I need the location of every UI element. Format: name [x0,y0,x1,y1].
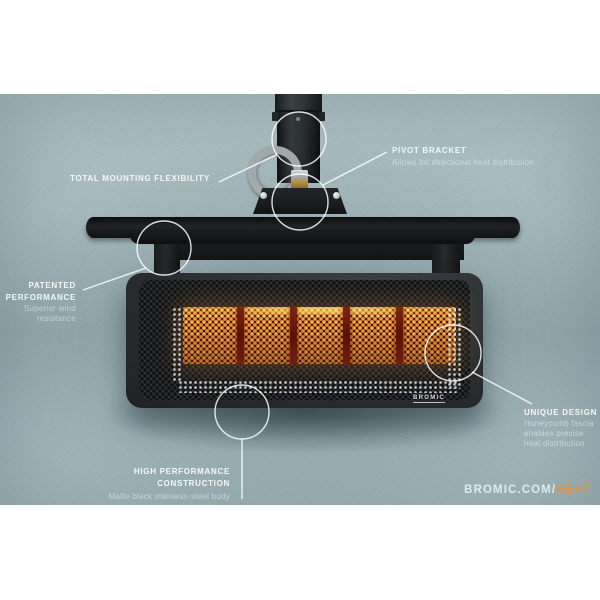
burner-divider [396,307,403,364]
mesh-highlight [447,307,463,389]
website-text: BROMIC.COM/HEAT [464,484,591,496]
callout-title: PERFORMANCE [5,293,76,302]
patented-leader [82,267,147,291]
ceramic-burner [183,307,456,364]
annotation-overlay [82,111,533,499]
burner-divider [290,307,297,364]
mesh-highlight [178,380,459,393]
unique-ring [424,324,482,382]
callout-high-performance-construction: HIGH PERFORMANCE CONSTRUCTION Matte blac… [109,466,230,502]
burner-divider [343,307,350,364]
callout-title: UNIQUE DESIGN [524,408,598,417]
callout-description: Honeycomb fascia enables precise heat di… [524,419,594,448]
heater-body: BROMIC [126,273,483,408]
unique-leader [471,371,533,405]
callout-title: HIGH PERFORMANCE [133,467,230,476]
pole-collar [275,94,322,112]
panel-lip [130,235,475,244]
callout-description: resistance [37,314,76,323]
callout-pivot-bracket: PIVOT BRACKET Allows for directional hea… [392,145,534,168]
heat-deflector-panel [86,217,520,238]
callout-title: PATENTED [28,281,76,290]
bracket-screw [260,192,267,199]
pole-tab [319,112,325,121]
support-arm-left [154,243,180,276]
pivot-ring [271,173,329,231]
patented-ring [136,220,192,276]
callout-description: Matte black stainless-steel body [108,492,230,501]
callout-unique-design: UNIQUE DESIGN Honeycomb fascia enables p… [524,407,600,449]
callout-title: PIVOT BRACKET [392,146,467,155]
pole-screw [296,117,300,121]
pivot-bracket [253,188,347,214]
callout-title: CONSTRUCTION [157,479,230,488]
product-photo: BROMIC TOTAL MOUNTING FLEXIBILITY PIVOT … [0,94,600,505]
callout-description: Superior wind [23,304,76,313]
mounting-leader [218,154,277,183]
website-prefix: BROMIC.COM/ [464,484,557,496]
callout-title: TOTAL MOUNTING FLEXIBILITY [70,174,210,183]
mesh-highlight [172,307,182,383]
mounting-ring [271,111,327,167]
support-arm-right [432,243,460,276]
website-suffix: HEAT [556,484,591,496]
bromic-logo: BROMIC [413,395,446,403]
bracket-screw [333,192,340,199]
callout-description: Allows for directional heat distribution [392,158,535,167]
rear-mount-bar [168,242,464,260]
honeycomb-fascia [139,280,470,400]
pivot-leader [322,151,388,186]
construction-ring [214,384,270,440]
burner-divider [237,307,244,364]
callout-total-mounting-flexibility: TOTAL MOUNTING FLEXIBILITY [70,173,210,185]
mounting-pole [272,94,325,183]
callout-patented-performance: PATENTED PERFORMANCE Superior wind resis… [6,280,76,324]
pole-tab [272,112,278,121]
